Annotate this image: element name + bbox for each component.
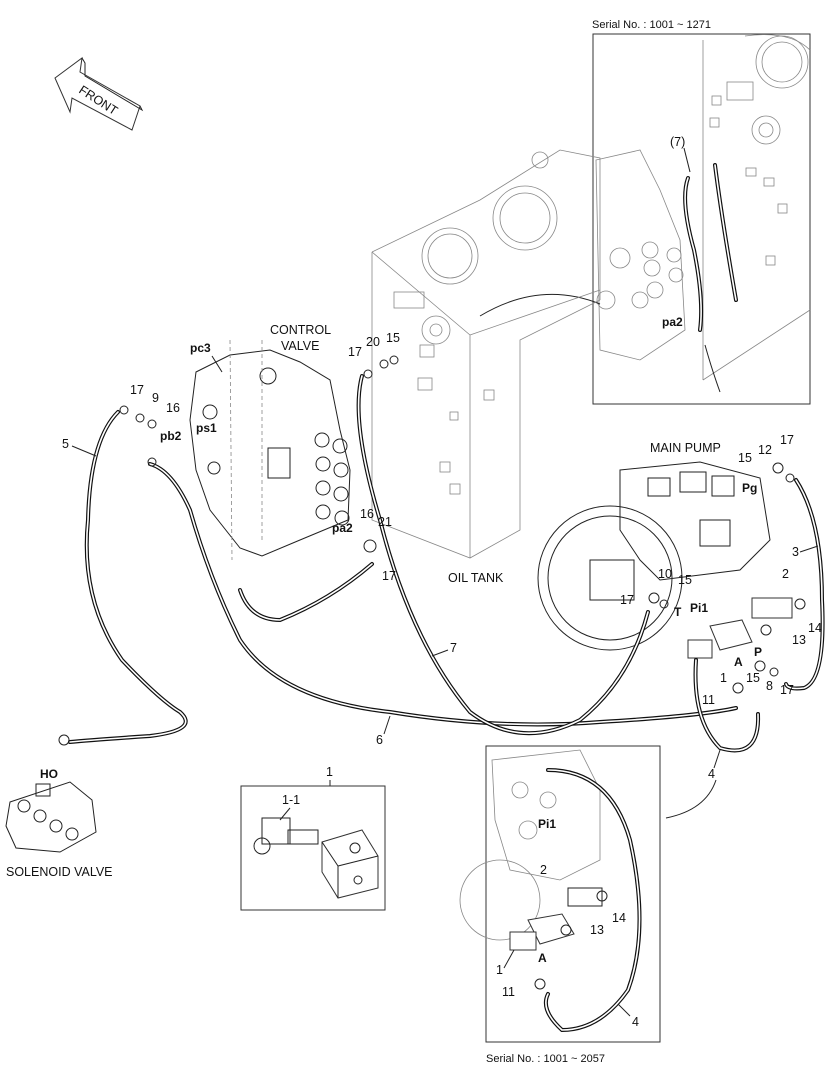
callout-17e: 17 (620, 593, 634, 607)
control-valve: CONTROL VALVE (189, 323, 351, 561)
inset-bottom-callout-4: 4 (632, 1015, 639, 1029)
callout-11: 11 (702, 693, 715, 707)
solenoid-block (687, 597, 806, 659)
callout-12: 12 (758, 443, 772, 457)
callout-4: 4 (708, 767, 715, 781)
callout-17a: 17 (130, 383, 144, 397)
port-ho: HO (40, 767, 58, 781)
oil-tank-label: OIL TANK (448, 571, 504, 585)
hoses (68, 374, 825, 753)
callout-15d: 15 (746, 671, 760, 685)
callout-13: 13 (792, 633, 806, 647)
callout-7: 7 (450, 641, 457, 655)
inset-bottom-port-a: A (538, 951, 547, 965)
port-a: A (734, 655, 743, 669)
control-valve-label-1: CONTROL (270, 323, 331, 337)
port-labels: pc3 ps1 pb2 pa2 Pg Pi1 T P A HO (40, 341, 762, 781)
inset-bottom-port-pi1: Pi1 (538, 817, 556, 831)
callout-20: 20 (366, 335, 380, 349)
callout-2: 2 (782, 567, 789, 581)
callout-15a: 15 (386, 331, 400, 345)
callout-14: 14 (808, 621, 822, 635)
callout-17f: 17 (780, 683, 794, 697)
callout-3: 3 (792, 545, 799, 559)
detail-callout-1-1: 1-1 (282, 793, 300, 807)
front-arrow-icon: FRONT (54, 56, 144, 131)
inset-bottom-callout-14: 14 (612, 911, 626, 925)
callout-9: 9 (152, 391, 159, 405)
part-callouts: 17 9 16 5 17 20 15 16 21 17 7 6 15 12 17… (62, 331, 822, 781)
callout-15b: 15 (738, 451, 752, 465)
callout-21: 21 (378, 515, 392, 529)
detail-callout-1: 1 (326, 765, 333, 779)
callout-8: 8 (766, 679, 773, 693)
callout-16a: 16 (166, 401, 180, 415)
port-pc3: pc3 (190, 341, 211, 355)
main-pump: MAIN PUMP (537, 441, 771, 651)
callout-17b: 17 (348, 345, 362, 359)
callout-6: 6 (376, 733, 383, 747)
inset-top-port-pa2: pa2 (662, 315, 683, 329)
port-ps1: ps1 (196, 421, 217, 435)
main-pump-label: MAIN PUMP (650, 441, 721, 455)
callout-5: 5 (62, 437, 69, 451)
solenoid-valve-label: SOLENOID VALVE (6, 865, 113, 879)
callout-10: 10 (658, 567, 672, 581)
inset-bottom-callout-1: 1 (496, 963, 503, 977)
callout-16b: 16 (360, 507, 374, 521)
inset-bottom-serial: Serial No. : 1001 ~ 2057 (486, 1053, 605, 1065)
callout-15c: 15 (678, 573, 692, 587)
inset-bottom: Pi1 2 14 13 1 A 11 4 Serial No. : 1001 ~… (459, 745, 661, 1065)
solenoid-valve: SOLENOID VALVE (5, 781, 113, 879)
inset-bottom-callout-2: 2 (540, 863, 547, 877)
detail-box-1: 1 1-1 (240, 765, 386, 911)
port-pb2: pb2 (160, 429, 182, 443)
port-t: T (674, 605, 682, 619)
inset-top-serial: Serial No. : 1001 ~ 1271 (592, 19, 711, 31)
oil-tank: OIL TANK (371, 149, 601, 585)
port-p: P (754, 645, 762, 659)
callout-17c: 17 (382, 569, 396, 583)
port-pi1: Pi1 (690, 601, 708, 615)
callout-1: 1 (720, 671, 727, 685)
callout-17d: 17 (780, 433, 794, 447)
inset-top-right: Serial No. : 1001 ~ 1271 (7) pa2 (592, 19, 811, 405)
port-pa2: pa2 (332, 521, 353, 535)
inset-bottom-callout-11: 11 (502, 985, 515, 999)
inset-bottom-callout-13: 13 (590, 923, 604, 937)
inset-top-callout-7: (7) (670, 135, 685, 149)
port-pg: Pg (742, 481, 757, 495)
control-valve-label-2: VALVE (281, 339, 319, 353)
fittings (58, 355, 795, 746)
